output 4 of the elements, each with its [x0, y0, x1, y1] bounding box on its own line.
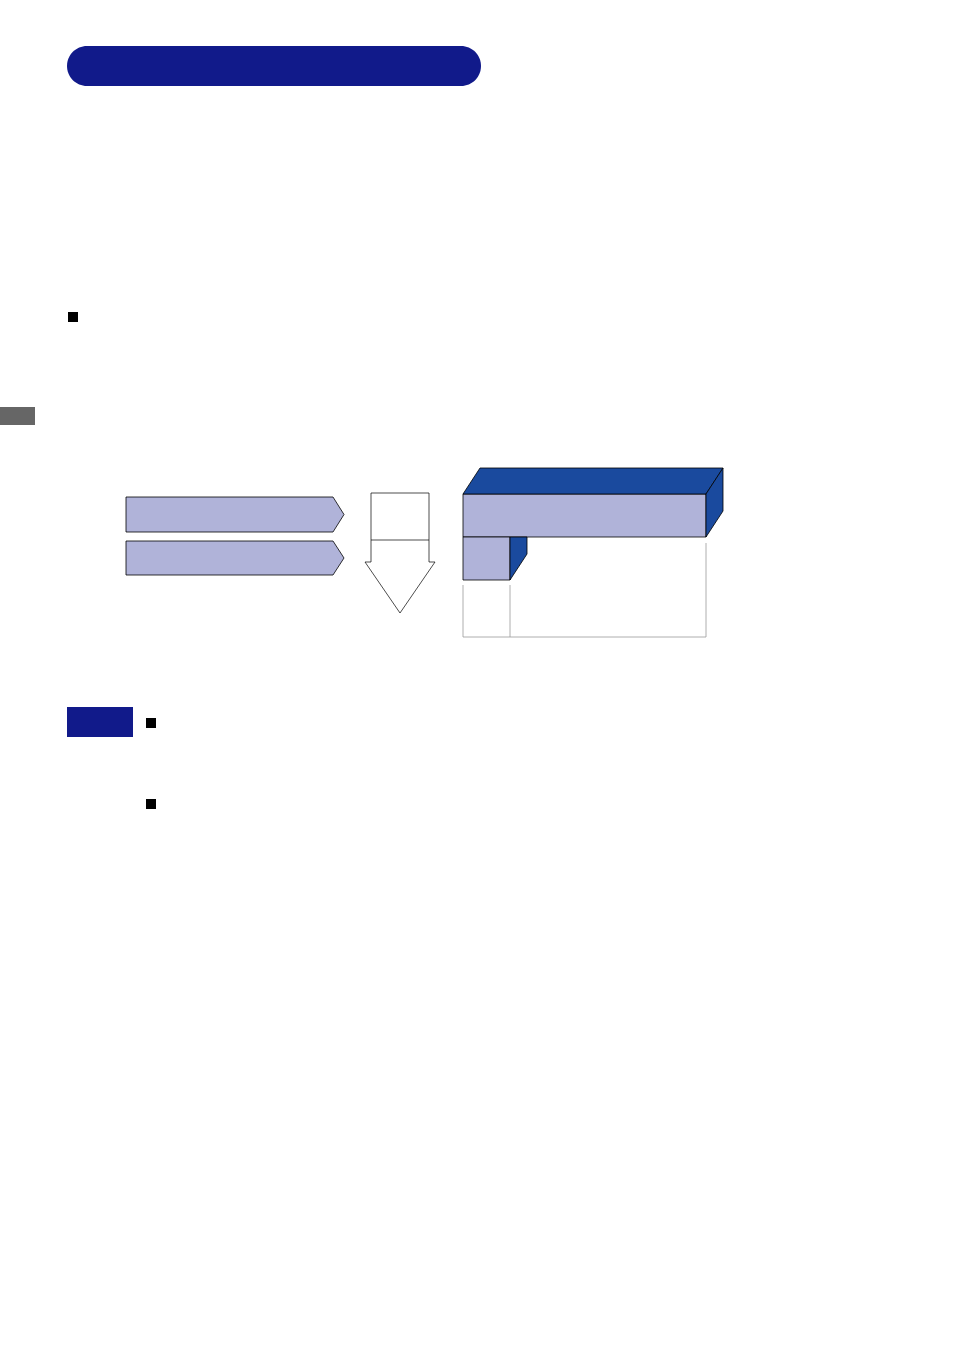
block-bar	[462, 467, 724, 538]
note-box	[67, 707, 133, 737]
title-banner	[67, 46, 481, 86]
block-box	[462, 536, 528, 581]
